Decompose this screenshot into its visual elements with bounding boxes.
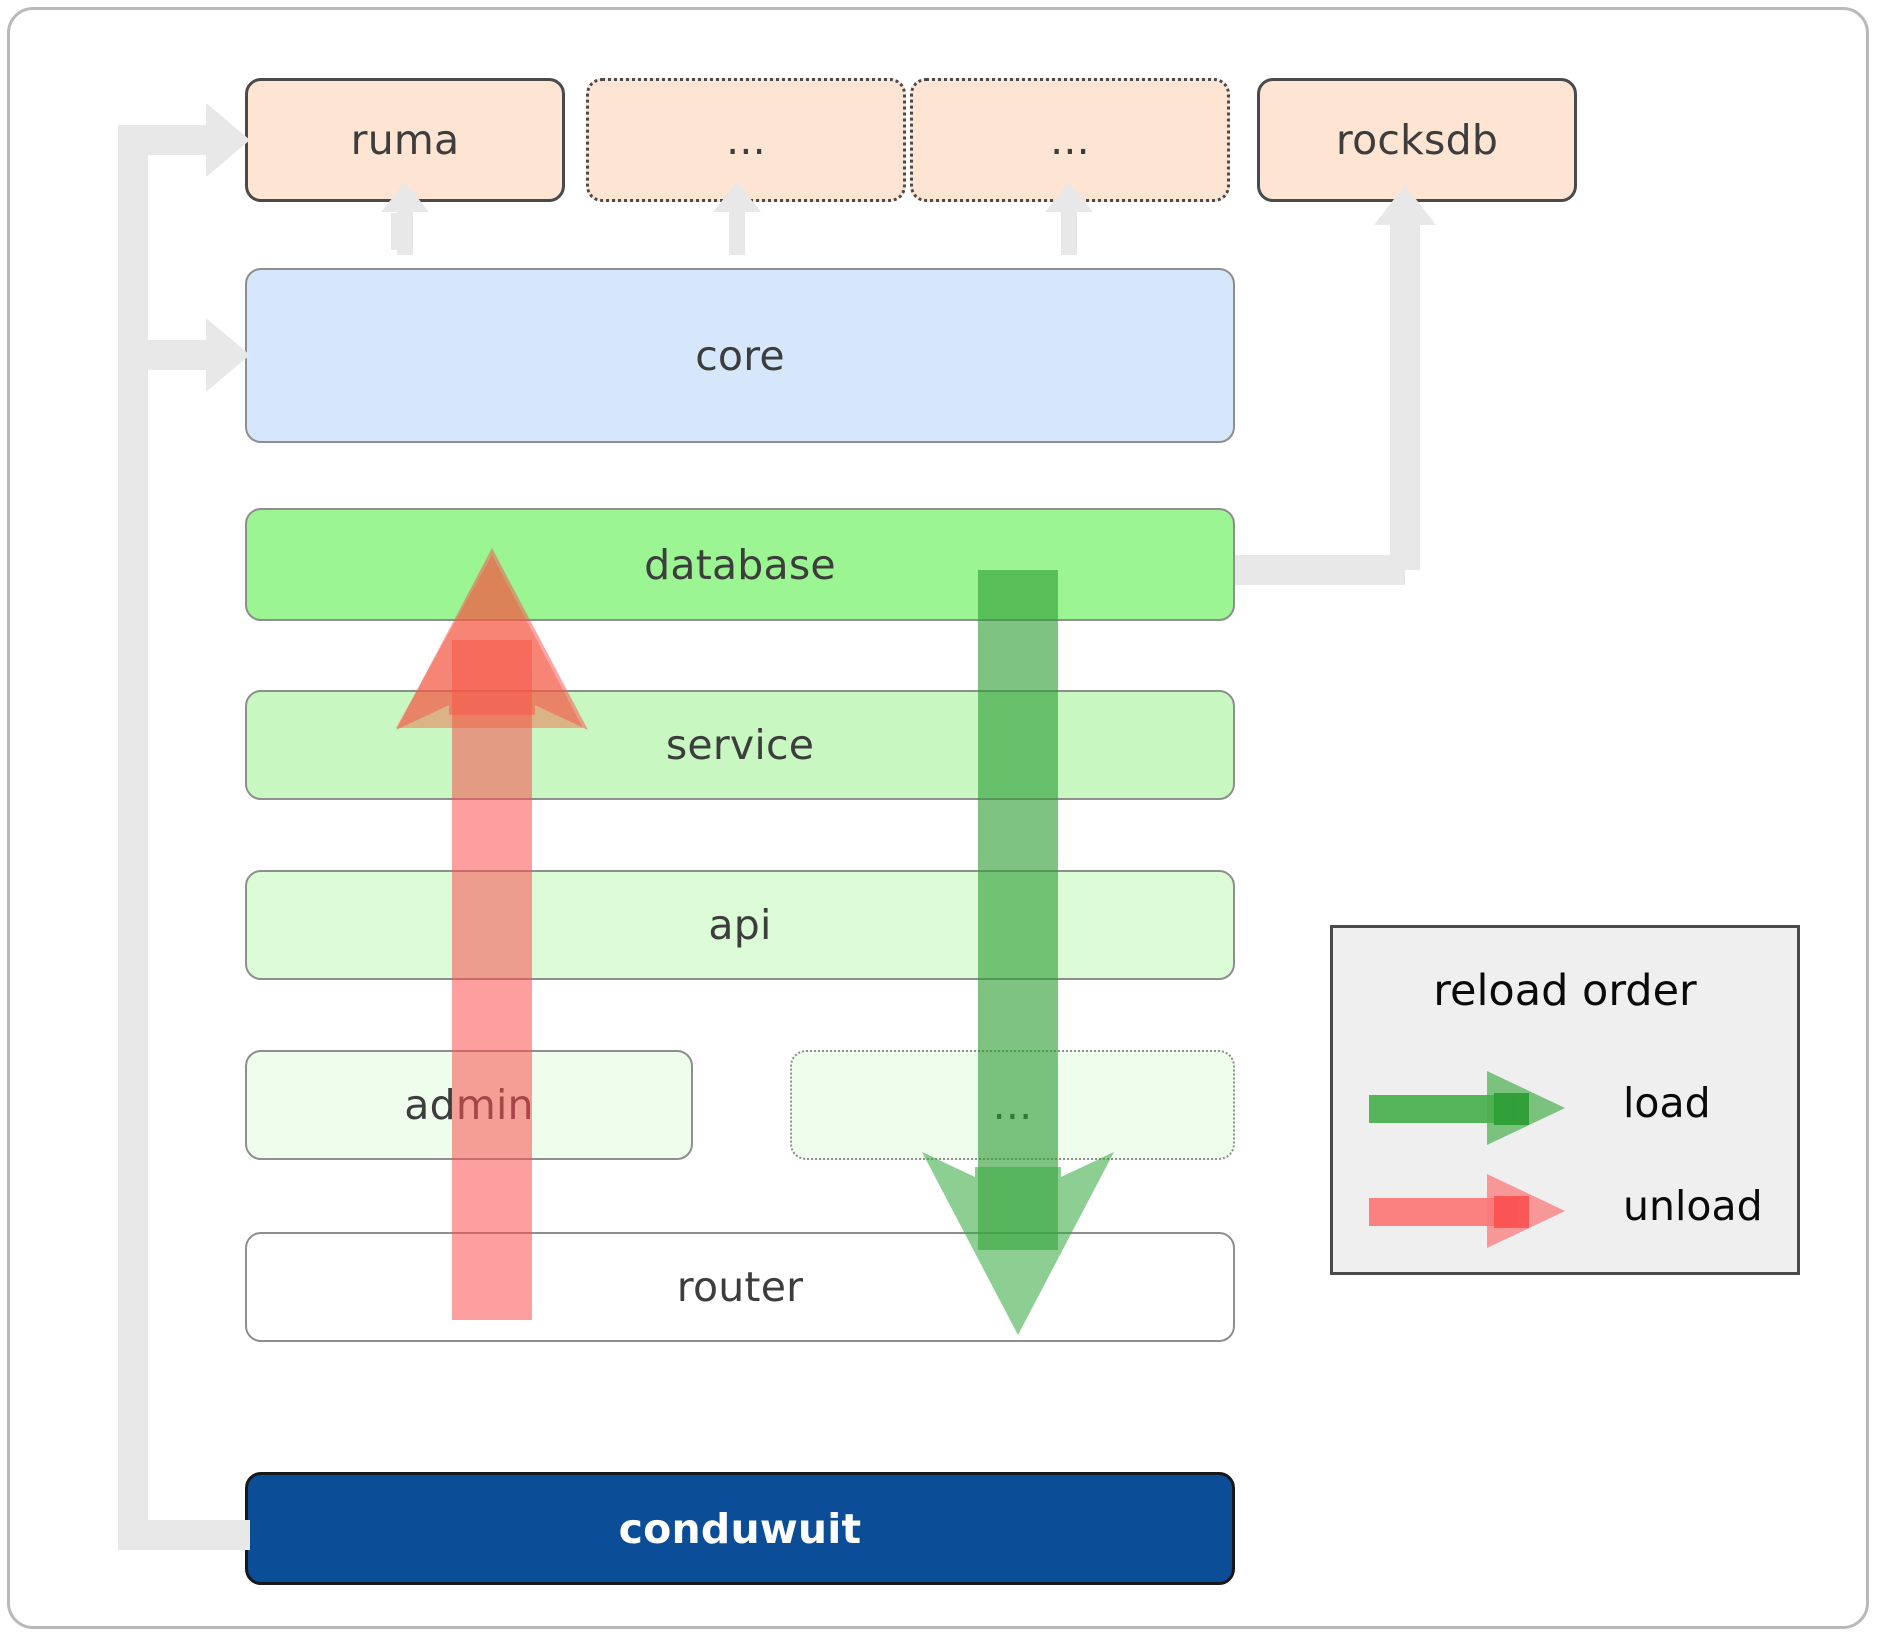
dependency-label-placeholder-2: ... [1050,116,1090,164]
legend-item-load: load [1333,1063,1797,1153]
diagram-frame [7,7,1869,1629]
legend-label-unload: unload [1623,1182,1763,1230]
layer-box-service[interactable]: service [245,690,1235,800]
dependency-box-placeholder-2[interactable]: ... [910,78,1230,202]
dependency-label-placeholder-1: ... [726,116,766,164]
layer-label-database: database [644,540,836,589]
dependency-box-rocksdb[interactable]: rocksdb [1257,78,1577,202]
layer-label-service: service [665,721,815,769]
legend-panel: reload order load unload [1330,925,1800,1275]
layer-box-core[interactable]: core [245,268,1235,443]
layer-box-database[interactable]: database [245,508,1235,621]
dependency-box-ruma[interactable]: ruma [245,78,565,202]
layer-label-admin: admin [404,1081,534,1129]
root-label-conduwuit: conduwuit [618,1504,862,1553]
load-arrow-icon [1369,1071,1565,1145]
root-box-conduwuit[interactable]: conduwuit [245,1472,1235,1585]
layer-label-core: core [695,331,785,380]
layer-label-api: api [708,901,772,949]
unload-arrow-icon [1369,1174,1565,1248]
layer-box-api[interactable]: api [245,870,1235,980]
dependency-label-rocksdb: rocksdb [1335,116,1499,164]
layer-box-router[interactable]: router [245,1232,1235,1342]
layer-box-placeholder[interactable]: ... [790,1050,1235,1160]
layer-label-placeholder: ... [992,1081,1033,1129]
legend-item-unload: unload [1333,1166,1797,1256]
layer-label-router: router [676,1263,804,1311]
dependency-label-ruma: ruma [350,116,460,164]
layer-box-admin[interactable]: admin [245,1050,693,1160]
legend-title: reload order [1433,966,1697,1016]
legend-label-load: load [1623,1079,1711,1127]
dependency-box-placeholder-1[interactable]: ... [586,78,906,202]
